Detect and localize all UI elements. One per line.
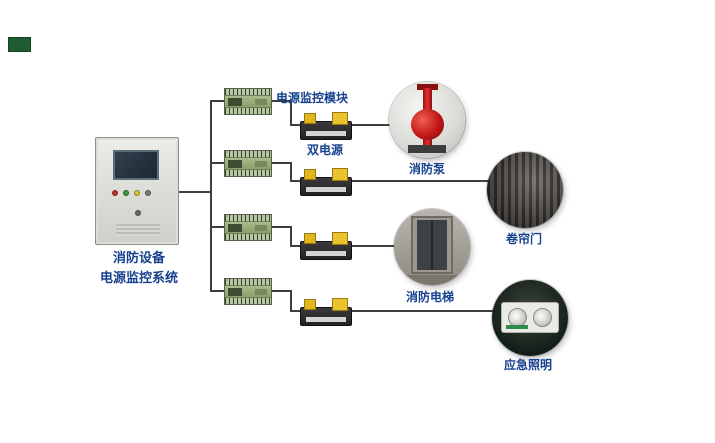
wire-row2-module-out: [272, 162, 292, 164]
module-body: [225, 157, 271, 170]
wire-row1-module-out: [272, 100, 292, 102]
ats-label-strip: [306, 251, 346, 256]
module-body: [225, 95, 271, 108]
wire-row1-stub: [211, 100, 224, 102]
module-terminals-top: [225, 89, 271, 95]
logo-mark: [8, 37, 31, 52]
fire-pump-photo: [389, 82, 465, 158]
module-terminals-bottom: [225, 108, 271, 114]
emergency-lighting-label: 应急照明: [504, 358, 553, 372]
module-body: [225, 221, 271, 234]
module-terminals-top: [225, 215, 271, 221]
wire-row4-to-load: [290, 310, 495, 312]
ats-label-strip: [306, 317, 346, 322]
wire-cabinet-to-bus: [179, 191, 210, 193]
module-terminals-top: [225, 151, 271, 157]
wire-row4-drop: [290, 290, 292, 312]
ats-label-strip: [306, 187, 346, 192]
ats-handle-right: [332, 232, 348, 245]
fire-pump-label: 消防泵: [409, 162, 446, 176]
pump-flange: [417, 84, 438, 90]
ats-handle-left: [304, 233, 316, 244]
module-terminals-bottom: [225, 298, 271, 304]
dual-power-switch-2: [300, 168, 352, 196]
cabinet-screen: [113, 150, 159, 180]
fire-elevator-photo: [394, 209, 470, 285]
fire-elevator-label: 消防电梯: [406, 290, 455, 304]
pump-base: [408, 145, 446, 153]
power-monitor-module-2: [224, 150, 272, 177]
wire-row1-drop: [290, 100, 292, 126]
ats-handle-left: [304, 169, 316, 180]
elevator-floor: [394, 275, 470, 285]
system-title: 消防设备 电源监控系统: [84, 249, 194, 289]
roller-door-label: 卷帘门: [506, 232, 543, 246]
ats-handle-right: [332, 168, 348, 181]
cabinet-button-green: [123, 190, 129, 196]
module-body: [225, 285, 271, 298]
ats-handle-left: [304, 113, 316, 124]
dual-power-switch-1: [300, 112, 352, 140]
wire-row2-drop: [290, 162, 292, 182]
wire-row2-stub: [211, 162, 224, 164]
dual-power-switch-3: [300, 232, 352, 260]
module-terminals-bottom: [225, 170, 271, 176]
roller-door-shading: [487, 152, 563, 228]
dual-power-label: 双电源: [307, 143, 344, 157]
wire-row4-module-out: [272, 290, 292, 292]
system-title-line2: 电源监控系统: [99, 271, 178, 287]
cabinet-button-gray: [145, 190, 151, 196]
wire-row3-stub: [211, 226, 224, 228]
emergency-light-box: [501, 302, 559, 333]
bus-line: [210, 100, 212, 292]
ats-handle-right: [332, 298, 348, 311]
monitoring-cabinet: [95, 137, 179, 245]
cabinet-vent: [116, 224, 160, 236]
dual-power-switch-4: [300, 298, 352, 326]
ats-handle-left: [304, 299, 316, 310]
wire-row2-to-load: [290, 180, 490, 182]
power-monitor-module-1: [224, 88, 272, 115]
ats-handle-right: [332, 112, 348, 125]
elevator-door: [417, 220, 447, 270]
system-title-line1: 消防设备: [112, 251, 165, 266]
cabinet-button-red: [112, 190, 118, 196]
module-terminals-bottom: [225, 234, 271, 240]
emergency-light-strip: [506, 325, 528, 329]
cabinet-buttons: [112, 190, 166, 196]
wire-row3-module-out: [272, 226, 292, 228]
module-terminals-top: [225, 279, 271, 285]
emergency-lighting-photo: [492, 280, 568, 356]
cabinet-lock: [135, 210, 141, 216]
ats-label-strip: [306, 131, 346, 136]
module-label: 电源监控模块: [276, 91, 349, 105]
pump-body: [411, 109, 444, 140]
emergency-lamp-right: [533, 308, 552, 327]
power-monitor-module-3: [224, 214, 272, 241]
wire-row4-stub: [211, 290, 224, 292]
cabinet-button-yellow: [134, 190, 140, 196]
wire-row3-drop: [290, 226, 292, 247]
power-monitor-module-4: [224, 278, 272, 305]
roller-door-photo: [487, 152, 563, 228]
